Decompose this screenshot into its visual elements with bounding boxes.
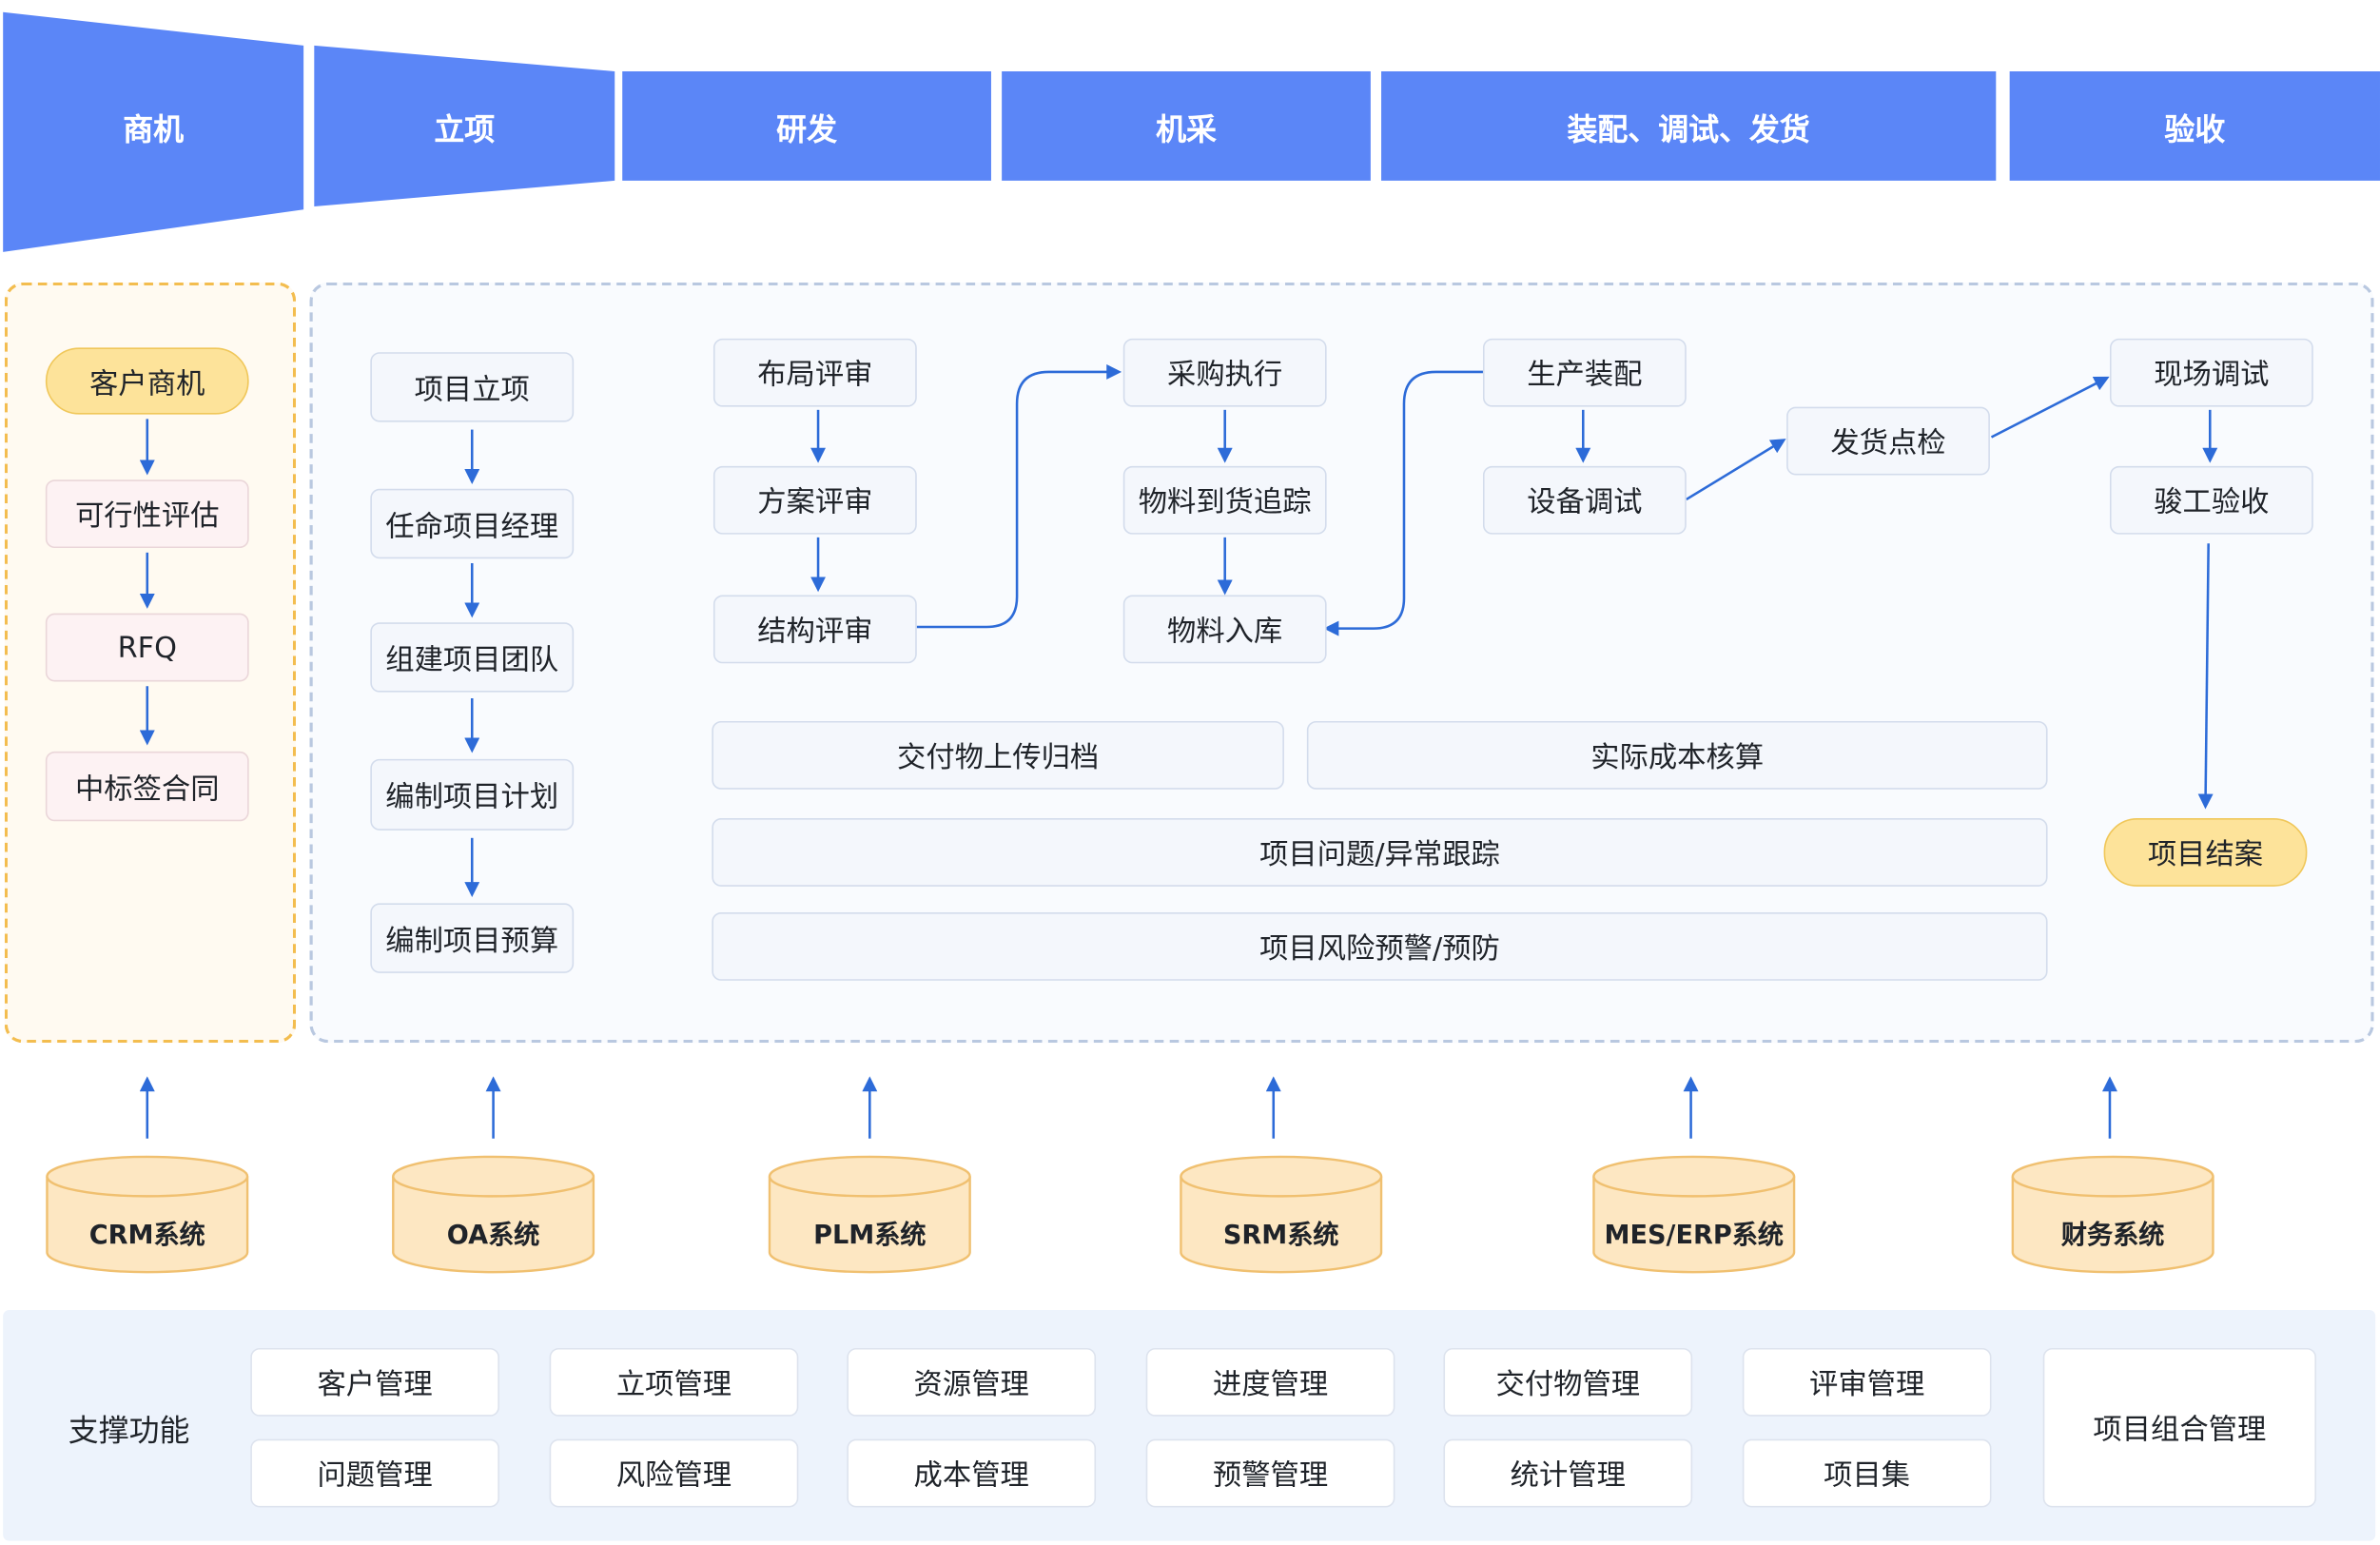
arrow-acc-2	[2197, 543, 2214, 810]
support-initiation-mgmt: 立项管理	[549, 1347, 799, 1417]
node-appoint-pm: 任命项目经理	[370, 488, 575, 559]
phase-label-opportunity: 商机	[123, 109, 185, 147]
node-project-plan: 编制项目计划	[370, 758, 575, 831]
node-project-initiation: 项目立项	[370, 352, 575, 422]
phase-label-rnd: 研发	[776, 109, 838, 147]
phase-header-shapes	[3, 11, 2380, 252]
system-cylinders	[46, 1155, 2214, 1274]
phase-shape-opportunity	[3, 11, 304, 252]
phase-label-assembly: 装配、调试、发货	[1567, 109, 1810, 147]
arrow-assembly-to-storage	[1323, 370, 1483, 636]
node-project-budget: 编制项目预算	[370, 903, 575, 973]
cylinder-crm	[46, 1155, 249, 1274]
node-feasibility: 可行性评估	[45, 479, 249, 549]
node-structure-review: 结构评审	[712, 595, 917, 664]
node-layout-review: 布局评审	[712, 338, 917, 407]
connector-layer	[139, 363, 2218, 1139]
node-build-team: 组建项目团队	[370, 622, 575, 693]
support-warning-mgmt: 预警管理	[1145, 1438, 1395, 1508]
node-completion-acceptance: 骏工验收	[2109, 465, 2313, 535]
system-label-oa: OA系统	[446, 1220, 540, 1251]
bar-issue-tracking: 项目问题/异常跟踪	[712, 818, 2048, 887]
phase-label-procurement: 机采	[1156, 109, 1217, 147]
bar-deliverable-upload: 交付物上传归档	[712, 720, 1284, 790]
node-contract: 中标签合同	[45, 751, 249, 822]
system-label-finance: 财务系统	[2060, 1220, 2165, 1251]
support-resource-mgmt: 资源管理	[847, 1347, 1097, 1417]
support-deliverable-mgmt: 交付物管理	[1443, 1347, 1693, 1417]
system-label-plm: PLM系统	[813, 1220, 927, 1251]
phase-shape-assembly	[1381, 70, 1997, 181]
support-program: 项目集	[1742, 1438, 1992, 1508]
support-title: 支撑功能	[68, 1411, 190, 1448]
node-production-assembly: 生产装配	[1482, 338, 1687, 407]
node-rfq: RFQ	[45, 613, 249, 682]
phase-shape-rnd	[622, 70, 991, 181]
support-portfolio-mgmt: 项目组合管理	[2042, 1347, 2316, 1508]
bar-actual-cost: 实际成本核算	[1306, 720, 2048, 790]
node-project-closure: 项目结案	[2103, 818, 2308, 887]
node-shipment-inspection: 发货点检	[1786, 406, 1990, 476]
support-statistics-mgmt: 统计管理	[1443, 1438, 1693, 1508]
phase-label-setup: 立项	[434, 109, 496, 147]
arrow-asm-3	[1990, 376, 2110, 439]
support-risk-mgmt: 风险管理	[549, 1438, 799, 1508]
cylinder-mes-erp	[1592, 1155, 1796, 1274]
phase-label-acceptance: 验收	[2164, 109, 2226, 147]
node-material-storage: 物料入库	[1122, 595, 1327, 664]
system-label-crm: CRM系统	[88, 1220, 205, 1251]
system-label-srm: SRM系统	[1222, 1220, 1339, 1251]
support-customer-mgmt: 客户管理	[250, 1347, 499, 1417]
phase-shape-procurement	[1002, 70, 1371, 181]
phase-shape-acceptance	[2009, 70, 2380, 181]
node-material-tracking: 物料到货追踪	[1122, 465, 1327, 535]
support-review-mgmt: 评审管理	[1742, 1347, 1992, 1417]
node-site-debugging: 现场调试	[2109, 338, 2313, 407]
phase-shape-setup	[314, 45, 615, 207]
support-cost-mgmt: 成本管理	[847, 1438, 1097, 1508]
support-issue-mgmt: 问题管理	[250, 1438, 499, 1508]
bar-risk-warning: 项目风险预警/预防	[712, 911, 2048, 981]
node-scheme-review: 方案评审	[712, 465, 917, 535]
cylinder-finance	[2011, 1155, 2214, 1274]
support-schedule-mgmt: 进度管理	[1145, 1347, 1395, 1417]
cylinder-oa	[392, 1155, 595, 1274]
node-customer-opportunity: 客户商机	[45, 347, 249, 415]
system-label-mes-erp: MES/ERP系统	[1604, 1220, 1785, 1251]
cylinder-plm	[768, 1155, 971, 1274]
node-equipment-debugging: 设备调试	[1482, 465, 1687, 535]
arrow-asm-2	[1686, 439, 1786, 501]
node-purchase-execution: 采购执行	[1122, 338, 1327, 407]
cylinder-srm	[1180, 1155, 1383, 1274]
arrow-rnd-to-procurement	[916, 363, 1122, 629]
